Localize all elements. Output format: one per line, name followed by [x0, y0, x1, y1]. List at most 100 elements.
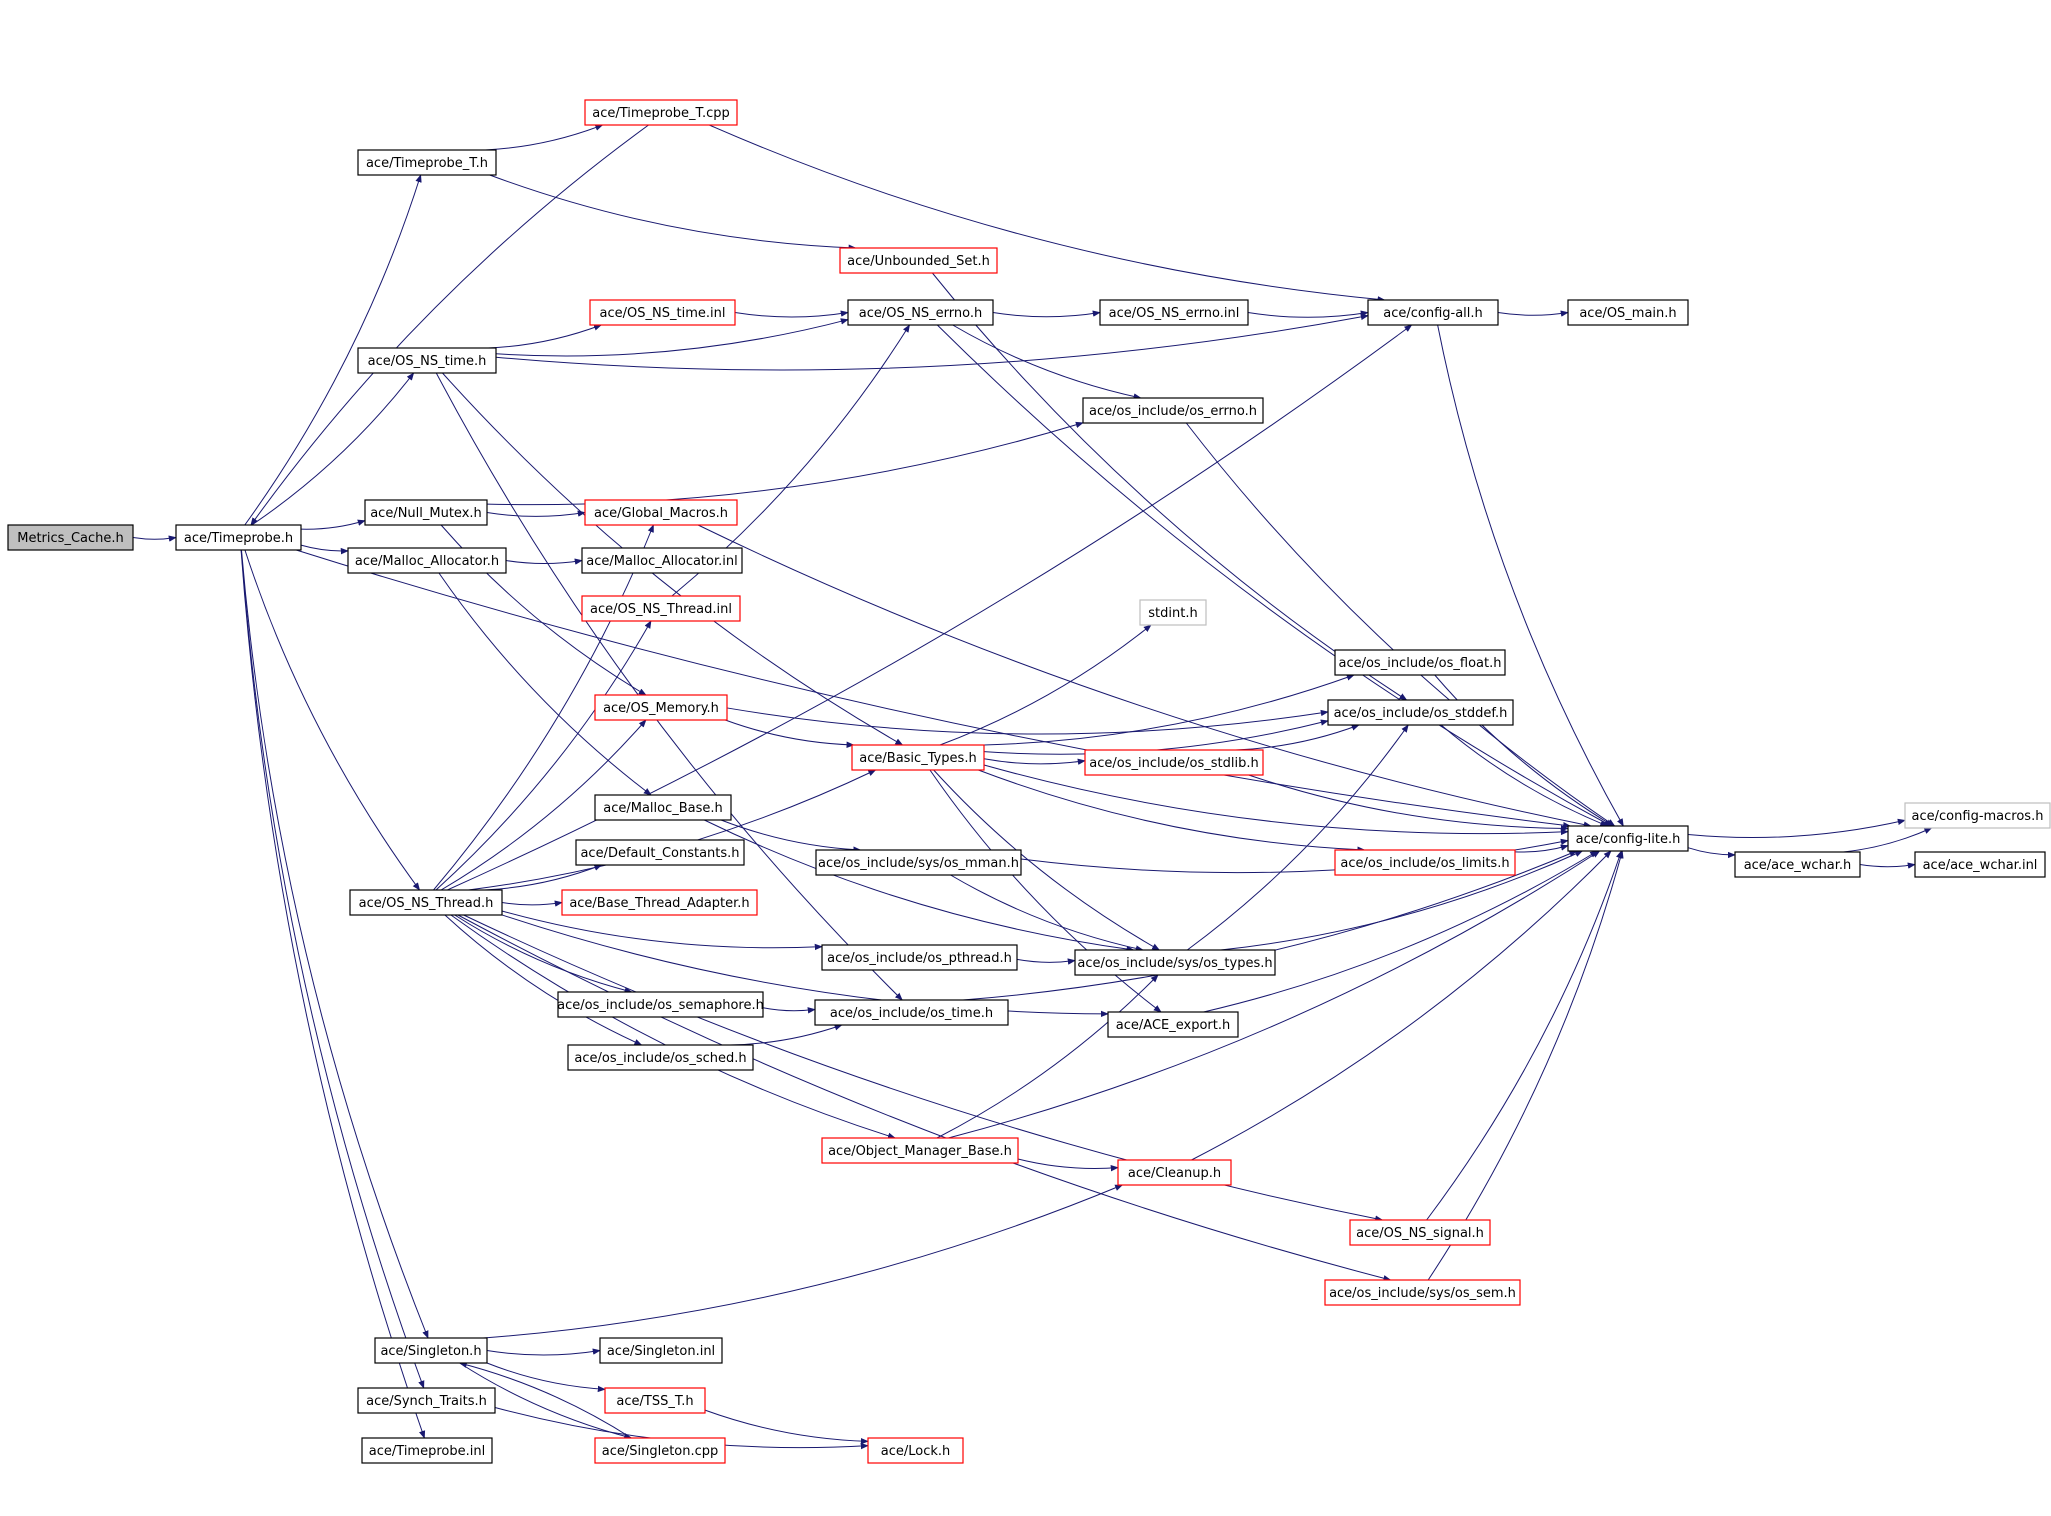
node-label: ace/Unbounded_Set.h [847, 254, 990, 269]
node-os-ns-thread-inl[interactable]: ace/OS_NS_Thread.inl [581, 595, 741, 622]
node-box [594, 694, 728, 721]
node-label: ace/OS_Memory.h [603, 701, 719, 716]
node-base-thread-adapter[interactable]: ace/Base_Thread_Adapter.h [561, 889, 758, 916]
node-box [821, 944, 1018, 971]
node-box [599, 1337, 723, 1364]
node-box [357, 347, 497, 374]
node-label: ace/os_include/os_stdlib.h [1089, 756, 1258, 771]
node-ace-wchar-inl[interactable]: ace/ace_wchar.inl [1914, 851, 2046, 878]
edge-basic_types-to-os_float [983, 674, 1355, 746]
edge-object_manager_base-to-cleanup [1017, 1158, 1119, 1172]
node-malloc-allocator-h[interactable]: ace/Malloc_Allocator.h [347, 547, 507, 574]
edge-basic_types-to-os_stdlib [983, 758, 1086, 765]
node-stdint[interactable]: stdint.h [1139, 599, 1207, 626]
edge-os_errno-to-config_lite [1185, 422, 1616, 827]
node-box [567, 1044, 754, 1071]
node-label: ace/Malloc_Allocator.h [355, 554, 499, 569]
node-ace-wchar-h[interactable]: ace/ace_wchar.h [1734, 851, 1861, 878]
edge-os_mman-to-os_types [950, 874, 1144, 952]
node-os-ns-errno-h[interactable]: ace/OS_NS_errno.h [847, 299, 994, 326]
edge-os_ns_thread_h-to-ace_export [501, 914, 1109, 1018]
edge-os_sem-to-config_lite [1427, 850, 1624, 1281]
node-timeprobe-t-h[interactable]: ace/Timeprobe_T.h [357, 149, 497, 176]
node-timeprobe[interactable]: ace/Timeprobe.h [175, 524, 302, 551]
node-timeprobe-t-cpp[interactable]: ace/Timeprobe_T.cpp [584, 99, 738, 126]
node-label: stdint.h [1148, 606, 1197, 621]
node-os-pthread[interactable]: ace/os_include/os_pthread.h [821, 944, 1018, 971]
node-metrics-cache[interactable]: Metrics_Cache.h [7, 524, 134, 551]
node-default-constants[interactable]: ace/Default_Constants.h [575, 839, 745, 866]
node-os-ns-time-h[interactable]: ace/OS_NS_time.h [357, 347, 497, 374]
node-box [1567, 299, 1689, 326]
node-label: ace/os_include/os_errno.h [1089, 404, 1257, 419]
node-box [584, 99, 738, 126]
node-timeprobe-inl[interactable]: ace/Timeprobe.inl [361, 1437, 493, 1464]
node-os-time[interactable]: ace/os_include/os_time.h [814, 999, 1009, 1026]
node-tss-t[interactable]: ace/TSS_T.h [604, 1387, 706, 1414]
edge-os_ns_errno_inl-to-config_all [1247, 310, 1369, 318]
node-os-stdlib[interactable]: ace/os_include/os_stdlib.h [1084, 749, 1264, 776]
node-os-ns-errno-inl[interactable]: ace/OS_NS_errno.inl [1099, 299, 1249, 326]
node-box [357, 1387, 496, 1414]
node-box [361, 1437, 493, 1464]
node-os-types[interactable]: ace/os_include/sys/os_types.h [1074, 949, 1276, 976]
edge-config_all-to-os_main [1497, 310, 1569, 317]
edge-unbounded_set-to-os_stddef [931, 272, 1408, 701]
node-box [1074, 949, 1276, 976]
node-config-lite[interactable]: ace/config-lite.h [1567, 825, 1689, 852]
edge-timeprobe-to-malloc_allocator_h [300, 544, 349, 555]
node-box [561, 889, 758, 916]
node-os-errno[interactable]: ace/os_include/os_errno.h [1082, 397, 1264, 424]
edge-timeprobe-to-config_lite [296, 549, 1572, 829]
edge-basic_types-to-os_stddef [983, 719, 1329, 755]
node-os-memory[interactable]: ace/OS_Memory.h [594, 694, 728, 721]
node-label: ace/Malloc_Allocator.inl [586, 554, 737, 569]
edge-timeprobe-to-os_ns_thread_h [244, 549, 421, 891]
node-lock[interactable]: ace/Lock.h [867, 1437, 964, 1464]
node-os-stddef[interactable]: ace/os_include/os_stddef.h [1327, 699, 1514, 726]
node-ace-export[interactable]: ace/ACE_export.h [1107, 1011, 1239, 1038]
node-os-limits[interactable]: ace/os_include/os_limits.h [1334, 849, 1516, 876]
node-box [1567, 825, 1689, 852]
node-singleton-h[interactable]: ace/Singleton.h [374, 1337, 488, 1364]
edge-timeprobe-to-os_ns_time_h [251, 372, 415, 526]
node-box [1334, 649, 1506, 676]
node-unbounded-set[interactable]: ace/Unbounded_Set.h [839, 247, 998, 274]
node-basic-types[interactable]: ace/Basic_Types.h [851, 744, 985, 771]
node-os-sem[interactable]: ace/os_include/sys/os_sem.h [1324, 1279, 1521, 1306]
node-label: ace/config-lite.h [1576, 832, 1681, 847]
node-synch-traits[interactable]: ace/Synch_Traits.h [357, 1387, 496, 1414]
node-os-main[interactable]: ace/OS_main.h [1567, 299, 1689, 326]
node-object-manager-base[interactable]: ace/Object_Manager_Base.h [821, 1137, 1019, 1164]
node-box [347, 547, 507, 574]
node-box [7, 524, 134, 551]
node-os-ns-thread-h[interactable]: ace/OS_NS_Thread.h [349, 889, 503, 916]
edge-global_macros-to-config_lite [697, 524, 1592, 828]
edge-config_all-to-config_lite [1437, 324, 1624, 827]
node-malloc-allocator-inl[interactable]: ace/Malloc_Allocator.inl [581, 547, 743, 574]
edge-malloc_base-to-os_mman [720, 819, 862, 853]
node-os-ns-time-inl[interactable]: ace/OS_NS_time.inl [589, 299, 736, 326]
node-config-macros[interactable]: ace/config-macros.h [1904, 802, 2051, 829]
node-singleton-cpp[interactable]: ace/Singleton.cpp [594, 1437, 726, 1464]
node-null-mutex[interactable]: ace/Null_Mutex.h [364, 499, 488, 526]
node-label: ace/OS_NS_errno.h [859, 306, 983, 321]
node-os-ns-signal[interactable]: ace/OS_NS_signal.h [1349, 1219, 1491, 1246]
node-os-sched[interactable]: ace/os_include/os_sched.h [567, 1044, 754, 1071]
node-label: ace/Cleanup.h [1128, 1166, 1221, 1181]
node-os-float[interactable]: ace/os_include/os_float.h [1334, 649, 1506, 676]
node-config-all[interactable]: ace/config-all.h [1367, 299, 1499, 326]
node-malloc-base[interactable]: ace/Malloc_Base.h [594, 794, 732, 821]
node-os-mman[interactable]: ace/os_include/sys/os_mman.h [815, 849, 1022, 876]
node-singleton-inl[interactable]: ace/Singleton.inl [599, 1337, 723, 1364]
node-global-macros[interactable]: ace/Global_Macros.h [584, 499, 738, 526]
edge-os_ns_thread_h-to-os_ns_signal [463, 914, 1384, 1222]
node-box [1084, 749, 1264, 776]
edge-singleton_h-to-cleanup [483, 1184, 1124, 1339]
edge-os_limits-to-config_lite [1514, 844, 1569, 853]
node-cleanup[interactable]: ace/Cleanup.h [1117, 1159, 1232, 1186]
edge-basic_types-to-config_lite [983, 764, 1569, 836]
edge-os_ns_time_h-to-basic_types [442, 372, 904, 746]
edge-ace_wchar_h-to-config_macros [1843, 827, 1933, 853]
node-os-semaphore[interactable]: ace/os_include/os_semaphore.h [557, 991, 764, 1018]
